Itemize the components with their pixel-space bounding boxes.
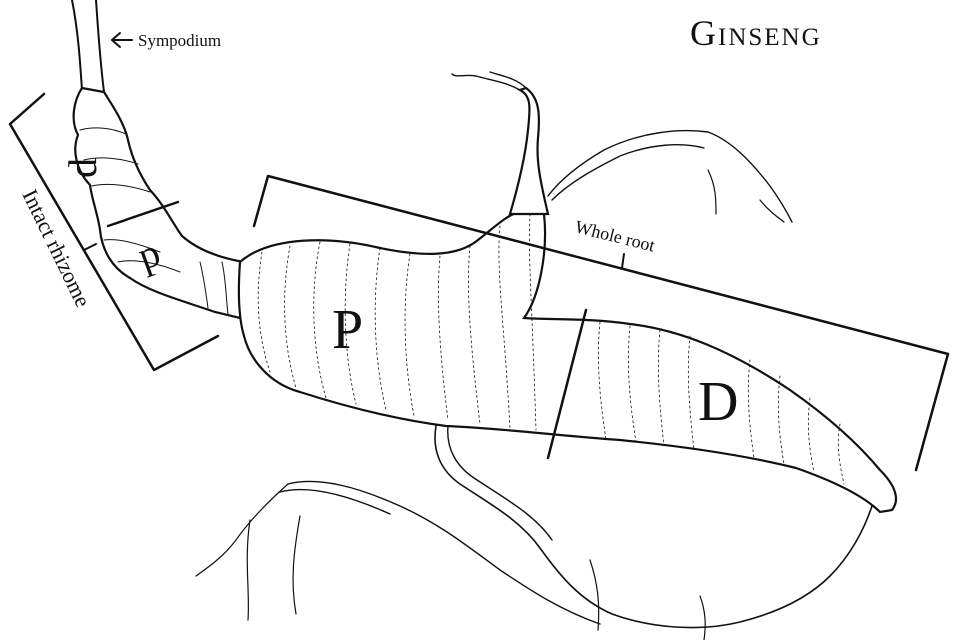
root-proximal-label: P bbox=[332, 299, 363, 361]
rhizome-distal-label: d bbox=[60, 158, 105, 178]
root-distal-label: D bbox=[698, 371, 738, 433]
main-root bbox=[239, 212, 896, 512]
rhizome bbox=[74, 88, 244, 318]
upper-lateral-root bbox=[452, 72, 792, 222]
sympodium-label: Sympodium bbox=[138, 31, 221, 50]
diagram-title: Ginseng bbox=[690, 13, 822, 53]
whole-root-label: Whole root bbox=[573, 216, 657, 255]
sympodium-arrow-icon bbox=[112, 33, 132, 47]
sympodium-stem bbox=[72, 0, 104, 92]
